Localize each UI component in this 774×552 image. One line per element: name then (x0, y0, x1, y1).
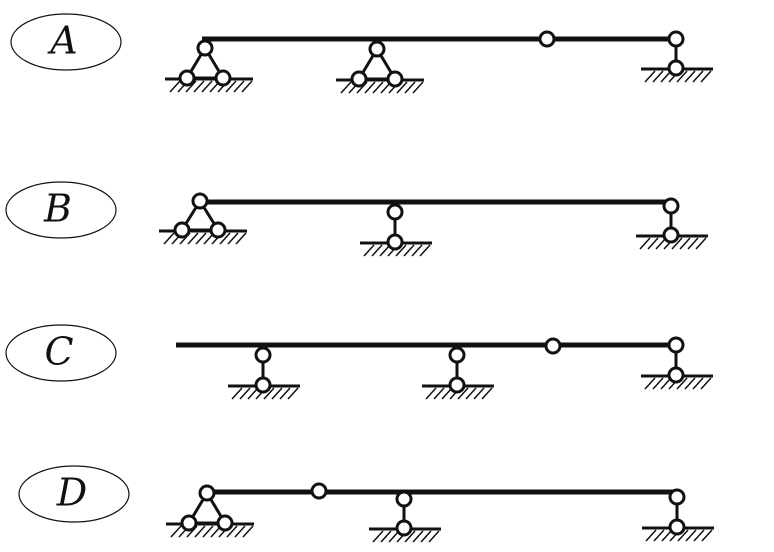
pin-top-hinge (198, 484, 216, 502)
ground-hatch (372, 530, 440, 543)
option-b-roller-link-support-1 (360, 203, 432, 257)
option-b-fixed-pin-support (159, 192, 247, 245)
option-c-roller-link-support-1 (228, 346, 300, 400)
option-c-ellipse (5, 324, 117, 382)
pin-base-hinge-left (178, 69, 196, 87)
option-d-letter: D (56, 471, 87, 515)
pin-base-hinge-left (180, 514, 198, 532)
pin-top-hinge (196, 39, 214, 57)
option-d-internal-hinge (310, 482, 328, 500)
link-bottom-hinge (668, 518, 686, 536)
option-c-internal-hinge (544, 337, 562, 355)
option-b-letter: B (43, 187, 72, 231)
pin-base-hinge-right (214, 69, 232, 87)
link-top-hinge (667, 336, 685, 354)
ground-hatch (163, 232, 247, 245)
ground-hatch (170, 525, 254, 538)
pin-base-hinge-left (173, 221, 191, 239)
pin-base-hinge-right (386, 70, 404, 88)
option-b-label[interactable]: B (5, 181, 117, 239)
option-a-ellipse (10, 13, 122, 71)
link-bottom-hinge (662, 226, 680, 244)
option-c-roller-link-support-3 (641, 336, 713, 390)
link-top-hinge (386, 203, 404, 221)
option-b: B (5, 181, 708, 257)
link-bottom-hinge (395, 519, 413, 537)
pin-base-hinge-left (350, 70, 368, 88)
ground-hatch (231, 387, 299, 400)
option-c-roller-link-support-2 (422, 346, 494, 400)
option-b-roller-link-support-2 (636, 197, 708, 250)
link-bottom-hinge (667, 366, 685, 384)
ground-hatch (644, 70, 712, 83)
option-a: A (10, 13, 713, 94)
ground-hatch (639, 237, 707, 250)
option-a-label[interactable]: A (10, 13, 122, 71)
link-bottom-hinge (254, 376, 272, 394)
link-top-hinge (395, 490, 413, 508)
link-bottom-hinge (448, 376, 466, 394)
option-a-letter: A (47, 19, 77, 63)
option-d-label[interactable]: D (18, 465, 130, 523)
option-a-fixed-pin-support-2 (336, 40, 424, 94)
link-top-hinge (448, 346, 466, 364)
option-c: C (5, 324, 713, 400)
link-top-hinge (254, 346, 272, 364)
link-top-hinge (668, 488, 686, 506)
option-a-roller-link-support (641, 30, 713, 83)
option-d: D (18, 465, 714, 543)
option-d-ellipse (18, 465, 130, 523)
ground-hatch (644, 377, 712, 390)
ground-hatch (340, 81, 424, 94)
option-d-roller-link-support-1 (369, 490, 441, 543)
ground-hatch (425, 387, 493, 400)
link-top-hinge (662, 197, 680, 215)
link-top-hinge (667, 30, 685, 48)
pin-top-hinge (368, 40, 386, 58)
option-c-label[interactable]: C (5, 324, 117, 382)
ground-hatch (363, 244, 431, 257)
pin-base-hinge-right (209, 221, 227, 239)
link-bottom-hinge (386, 233, 404, 251)
option-a-fixed-pin-support-1 (165, 39, 253, 93)
link-bottom-hinge (667, 59, 685, 77)
option-b-ellipse (5, 181, 117, 239)
option-d-roller-link-support-2 (642, 488, 714, 542)
pin-top-hinge (191, 192, 209, 210)
option-d-fixed-pin-support (166, 484, 254, 538)
pin-base-hinge-right (216, 514, 234, 532)
option-c-letter: C (44, 330, 73, 374)
option-a-internal-hinge (538, 30, 556, 48)
ground-hatch (645, 529, 713, 542)
